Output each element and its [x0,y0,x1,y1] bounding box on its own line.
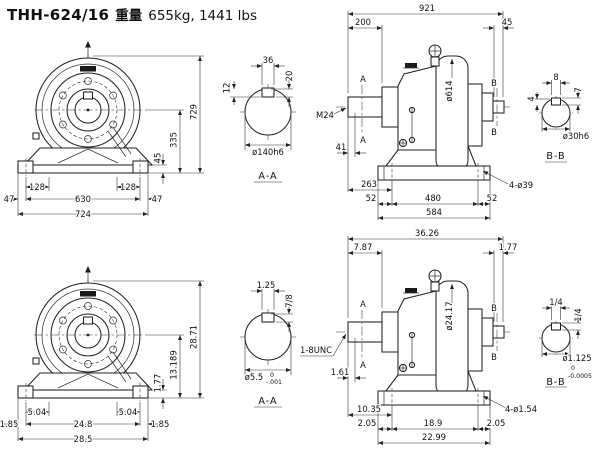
dim-bolt-edge-left: 2.05 [358,418,377,428]
drawing-title: THH-624/16 重量 655kg, 1441 lbs [7,4,257,24]
section-label-aa: A-A [258,396,277,407]
dim-bolt-edge-left: 52 [366,193,377,203]
dim-edge-left: 47 [4,194,15,204]
dim-thread-depth: 41 [336,142,347,152]
cut-label-a-top: A [360,74,366,84]
dim-shaft-to-bolt: 10.35 [357,404,381,414]
dim-key-depth-right-bb: 7 [573,87,583,92]
dim-key-width-aa: 1.25 [257,280,276,290]
model-number: THH-624/16 [7,6,110,24]
dim-base-length: 22.99 [422,432,446,442]
weight-value: 655kg, 1441 lbs [148,8,257,24]
dim-bolt-span-front: 24.8 [74,419,93,429]
section-label-bb: B-B [546,377,565,388]
dim-foot-width-right: 5.04 [119,407,138,417]
dim-center-height: 335 [169,132,179,148]
dim-thread-depth: 1.61 [331,367,350,377]
dim-foot-width-right: 128 [120,182,136,192]
cut-label-a-bottom: A [360,360,366,370]
dim-shaft-dia-tol-lower-aa: -.001 [266,379,282,386]
dim-shaft-dia-bb: ø30h6 [563,131,589,141]
dim-shaft-dia-tol-lower-bb: -0.0005 [568,373,592,380]
section-label-aa: A-A [258,171,277,182]
dim-overall-width: 28.5 [74,434,93,444]
dim-base-length: 584 [426,207,442,217]
dim-output-shaft-length: 45 [502,17,513,27]
cut-label-b-bottom: B [491,127,497,137]
dim-key-depth-right-bb: 1/4 [573,308,583,321]
cut-label-a-bottom: A [360,135,366,145]
dim-overall-height: 28.71 [189,325,199,349]
cut-label-a-top: A [360,299,366,309]
dim-key-width-bb: 1/4 [549,297,562,307]
dim-shaft-dia-tol-upper-bb: 0 [571,365,575,372]
section-label-bb: B-B [546,151,565,162]
dim-shaft-to-bolt: 263 [361,179,377,189]
dim-key-depth-left-aa: 12 [222,83,232,94]
dim-input-shaft-length: 7.87 [354,242,373,252]
dim-body-dia: ø614 [444,80,454,101]
dim-foot-width-left: 128 [29,182,45,192]
dim-bolt-edge-right: 2.05 [487,418,506,428]
dim-body-dia: ø24.17 [444,301,454,330]
thread-note: 1-8UNC [300,345,332,355]
dim-key-width-bb: 8 [553,72,558,82]
dim-key-width-aa: 36 [263,55,274,65]
dim-shaft-dia-aa: ø5.5 [245,372,263,382]
dim-key-depth-right-aa: 20 [284,71,294,82]
cut-label-b-top: B [491,303,497,313]
dim-bolt-span-side: 480 [425,193,441,203]
holes-callout: 4-ø39 [509,180,533,190]
dim-center-height: 13.189 [169,350,179,379]
cut-label-b-bottom: B [491,352,497,362]
dim-base-height: 45 [153,153,163,164]
dim-base-height: 1.77 [153,374,163,393]
dim-foot-width-left: 5.04 [28,407,47,417]
dim-edge-right: 1.85 [151,419,170,429]
thread-callout: M24 [316,110,334,120]
dim-shaft-dia-bb: ø1.125 [562,353,591,363]
dim-bolt-edge-right: 52 [487,193,498,203]
dim-bolt-span-front: 630 [75,194,91,204]
holes-callout: 4-ø1.54 [505,404,537,414]
dim-overall-length: 36.26 [415,228,439,238]
dim-overall-length: 921 [419,3,435,13]
dim-input-shaft-length: 200 [355,17,371,27]
dim-key-depth-left-bb: 4 [526,96,536,101]
dim-overall-height: 729 [189,104,199,120]
dim-output-shaft-length: 1.77 [499,242,518,252]
dim-shaft-dia-tol-upper-aa: 0 [270,372,274,379]
cut-label-b-top: B [491,78,497,88]
weight-label: 重量 [115,8,143,24]
dim-overall-width: 724 [75,209,91,219]
dim-bolt-span-side: 18.9 [424,418,443,428]
imperial-extra-dims [300,333,347,357]
dim-edge-right: 47 [152,194,163,204]
dim-shaft-dia-aa: ø140h6 [252,147,284,157]
dim-edge-left: 1.85 [0,419,18,429]
imperial-labels: 28.71 13.189 1.77 5.04 5.04 1.85 24.8 1.… [0,227,593,445]
metric-labels: 729 335 45 128 128 47 630 47 724 36 20 1… [2,2,590,220]
metric-extra-dims [230,81,550,115]
dim-key-depth-right-aa: 7/8 [284,294,294,307]
